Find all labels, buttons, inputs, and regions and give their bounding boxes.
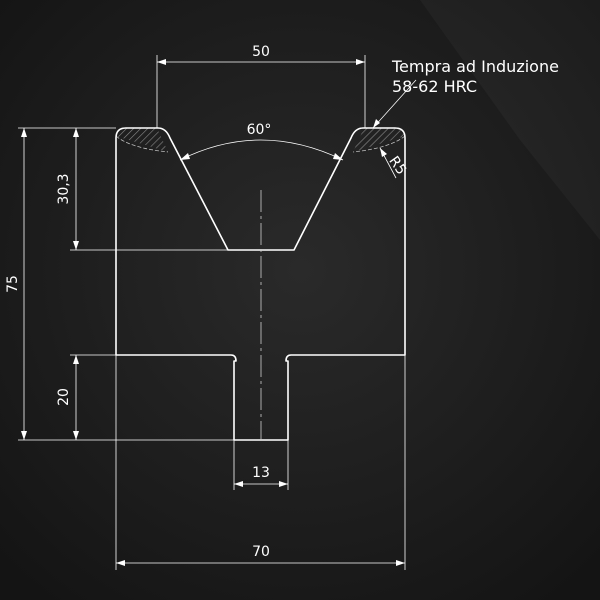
- arrowhead: [180, 153, 190, 160]
- arrowhead: [73, 355, 79, 364]
- dim-total-width: 70: [252, 544, 270, 560]
- hardening-boundary-right: [352, 135, 406, 153]
- dim-slot-width: 13: [252, 465, 270, 481]
- note-hardening-line2: 58-62 HRC: [392, 77, 477, 96]
- dim-top-width: 50: [252, 44, 270, 60]
- dim-groove-depth: 30,3: [56, 173, 72, 204]
- arrowhead: [21, 128, 27, 137]
- hardened-zone-left: [116, 128, 168, 152]
- arrowhead: [116, 560, 125, 566]
- arrowhead: [21, 431, 27, 440]
- arrowhead: [73, 241, 79, 250]
- dim-total-height: 75: [5, 275, 21, 293]
- angle-arc: [179, 139, 344, 161]
- arrowhead: [279, 481, 288, 487]
- arrowhead: [373, 119, 380, 128]
- arrowhead: [333, 153, 343, 160]
- note-leader: [372, 79, 417, 129]
- dim-slot-depth: 20: [56, 388, 72, 406]
- arrowhead: [356, 59, 365, 65]
- dim-angle: 60°: [247, 122, 272, 138]
- arrowhead: [73, 128, 79, 137]
- arrowhead: [157, 59, 166, 65]
- note-hardening-line1: Tempra ad Induzione: [391, 57, 559, 76]
- arrowhead: [396, 560, 405, 566]
- arrowhead: [234, 481, 243, 487]
- hardening-boundary-left: [115, 135, 169, 153]
- die-outline: [115, 127, 406, 441]
- arrowhead: [73, 431, 79, 440]
- arrowhead: [380, 148, 387, 157]
- hardened-zone-right: [353, 128, 405, 152]
